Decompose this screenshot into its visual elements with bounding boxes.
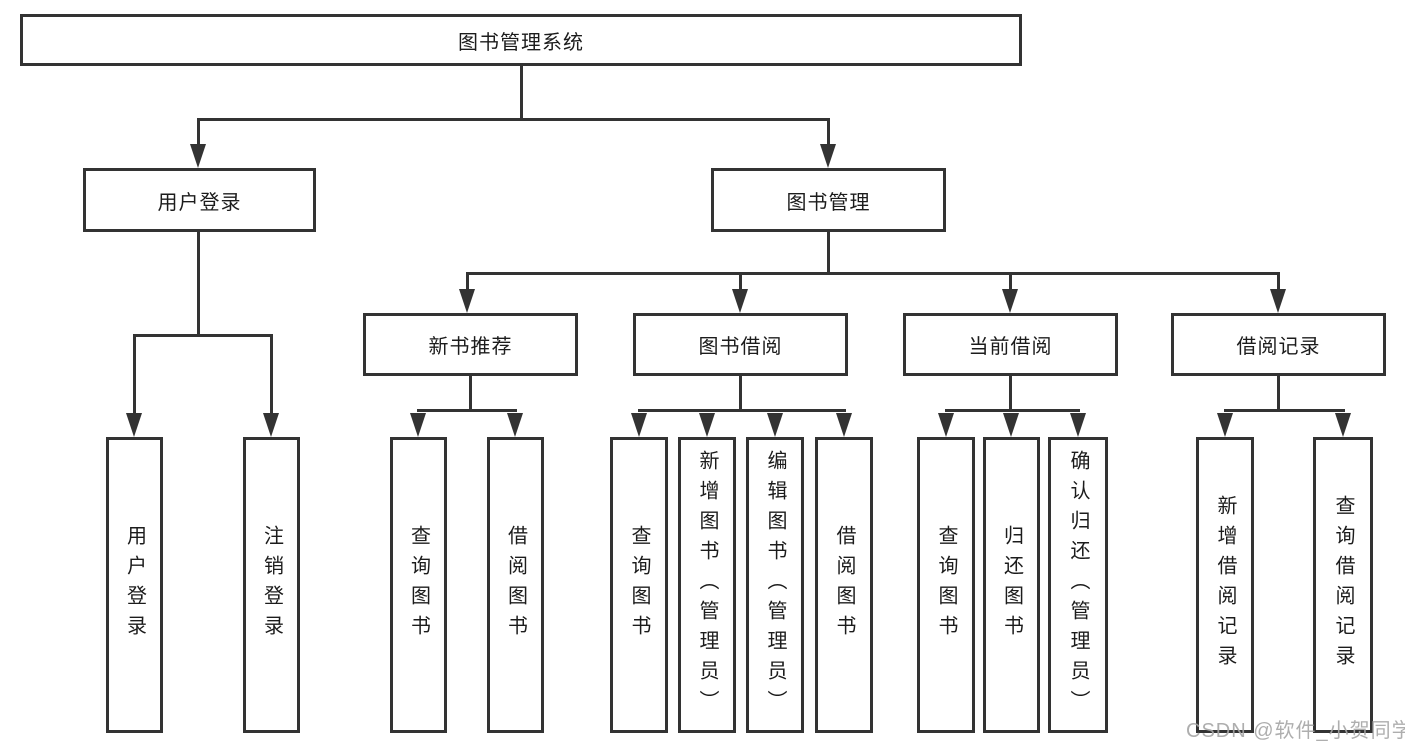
node-book-management: 图书管理	[711, 168, 946, 232]
leaf-logout-login: 注销登录	[243, 437, 300, 733]
connector-line	[197, 118, 200, 148]
leaf-br-query-record-label: 查询借阅记录	[1332, 495, 1354, 675]
leaf-user-login-label: 用户登录	[123, 525, 146, 645]
connector-line	[827, 118, 830, 148]
connector-line	[133, 334, 273, 337]
node-book-borrow: 图书借阅	[633, 313, 848, 376]
node-user-login: 用户登录	[83, 168, 316, 232]
leaf-bb-borrow-books: 借阅图书	[815, 437, 873, 733]
csdn-watermark: CSDN @软件_小贺同学	[1186, 720, 1405, 742]
node-current-borrow: 当前借阅	[903, 313, 1118, 376]
leaf-bb-edit-books-admin: 编辑图书（管理员）	[746, 437, 804, 733]
node-current-borrow-label: 当前借阅	[968, 336, 1053, 358]
arrow-down-icon	[732, 289, 748, 313]
arrow-down-icon	[767, 413, 783, 437]
connector-line	[466, 272, 1280, 275]
arrow-down-icon	[820, 144, 836, 168]
leaf-nb-borrow-books: 借阅图书	[487, 437, 544, 733]
leaf-br-add-record-label: 新增借阅记录	[1214, 495, 1236, 675]
node-book-management-label: 图书管理	[786, 191, 871, 214]
connector-line	[945, 409, 1080, 412]
leaf-cb-confirm-return-admin: 确认归还（管理员）	[1048, 437, 1108, 733]
node-root-system: 图书管理系统	[20, 14, 1022, 66]
connector-line	[1224, 409, 1345, 412]
connector-line	[197, 118, 830, 121]
leaf-cb-confirm-return-admin-label: 确认归还（管理员）	[1067, 450, 1089, 720]
leaf-bb-borrow-books-label: 借阅图书	[833, 525, 855, 645]
leaf-user-login: 用户登录	[106, 437, 163, 733]
leaf-bb-query-books-label: 查询图书	[628, 525, 650, 645]
connector-line	[417, 409, 517, 412]
connector-line	[827, 232, 830, 272]
leaf-nb-borrow-books-label: 借阅图书	[504, 525, 527, 645]
node-borrow-records-label: 借阅记录	[1236, 336, 1321, 358]
connector-line	[520, 66, 523, 118]
arrow-down-icon	[1335, 413, 1351, 437]
arrow-down-icon	[1270, 289, 1286, 313]
connector-line	[270, 334, 273, 415]
arrow-down-icon	[190, 144, 206, 168]
arrow-down-icon	[1217, 413, 1233, 437]
arrow-down-icon	[263, 413, 279, 437]
leaf-nb-query-books-label: 查询图书	[407, 525, 430, 645]
leaf-cb-query-books: 查询图书	[917, 437, 975, 733]
arrow-down-icon	[507, 413, 523, 437]
leaf-bb-add-books-admin-label: 新增图书（管理员）	[696, 450, 718, 720]
arrow-down-icon	[459, 289, 475, 313]
node-root-label: 图书管理系统	[458, 31, 584, 54]
arrow-down-icon	[1003, 413, 1019, 437]
leaf-cb-query-books-label: 查询图书	[935, 525, 957, 645]
connector-line	[1277, 376, 1280, 409]
leaf-br-query-record: 查询借阅记录	[1313, 437, 1373, 733]
leaf-nb-query-books: 查询图书	[390, 437, 447, 733]
connector-line	[1009, 272, 1012, 292]
connector-line	[739, 376, 742, 409]
arrow-down-icon	[410, 413, 426, 437]
arrow-down-icon	[836, 413, 852, 437]
node-user-login-label: 用户登录	[157, 191, 242, 214]
arrow-down-icon	[938, 413, 954, 437]
node-borrow-records: 借阅记录	[1171, 313, 1386, 376]
leaf-logout-login-label: 注销登录	[260, 525, 283, 645]
arrow-down-icon	[699, 413, 715, 437]
leaf-bb-edit-books-admin-label: 编辑图书（管理员）	[764, 450, 786, 720]
leaf-cb-return-books: 归还图书	[983, 437, 1040, 733]
arrow-down-icon	[126, 413, 142, 437]
connector-line	[638, 409, 846, 412]
leaf-bb-query-books: 查询图书	[610, 437, 668, 733]
connector-line	[1009, 376, 1012, 409]
connector-line	[133, 334, 136, 415]
leaf-cb-return-books-label: 归还图书	[1000, 525, 1023, 645]
leaf-bb-add-books-admin: 新增图书（管理员）	[678, 437, 736, 733]
arrow-down-icon	[631, 413, 647, 437]
connector-line	[1277, 272, 1280, 292]
leaf-br-add-record: 新增借阅记录	[1196, 437, 1254, 733]
node-new-book-recommend: 新书推荐	[363, 313, 578, 376]
node-book-borrow-label: 图书借阅	[698, 336, 783, 358]
node-new-book-recommend-label: 新书推荐	[428, 336, 513, 358]
connector-line	[469, 376, 472, 409]
arrow-down-icon	[1002, 289, 1018, 313]
connector-line	[739, 272, 742, 292]
connector-line	[197, 232, 200, 334]
arrow-down-icon	[1070, 413, 1086, 437]
connector-line	[466, 272, 469, 292]
